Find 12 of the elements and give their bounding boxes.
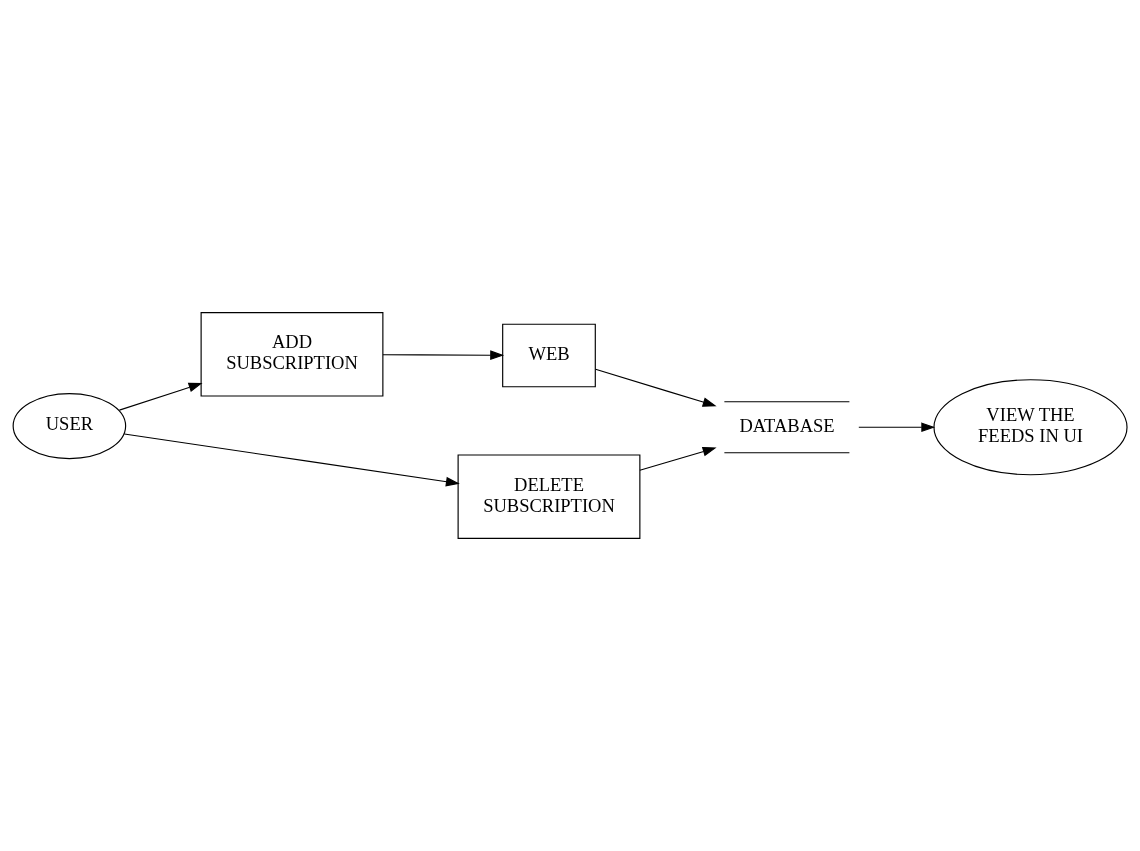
arrow — [118, 382, 203, 411]
node-box: WEB — [502, 323, 596, 388]
arrow — [858, 422, 936, 433]
arrow — [123, 433, 460, 487]
node-ellipse: USER — [12, 393, 127, 460]
node-text: DATABASE — [739, 414, 835, 436]
node-box: DELETE SUBSCRIPTION — [457, 454, 641, 539]
node-box: ADD SUBSCRIPTION — [200, 312, 384, 397]
arrow — [382, 350, 505, 361]
arrow — [639, 446, 717, 471]
node-ellipse: VIEW THE FEEDS IN UI — [933, 379, 1128, 476]
arrow — [595, 368, 717, 407]
